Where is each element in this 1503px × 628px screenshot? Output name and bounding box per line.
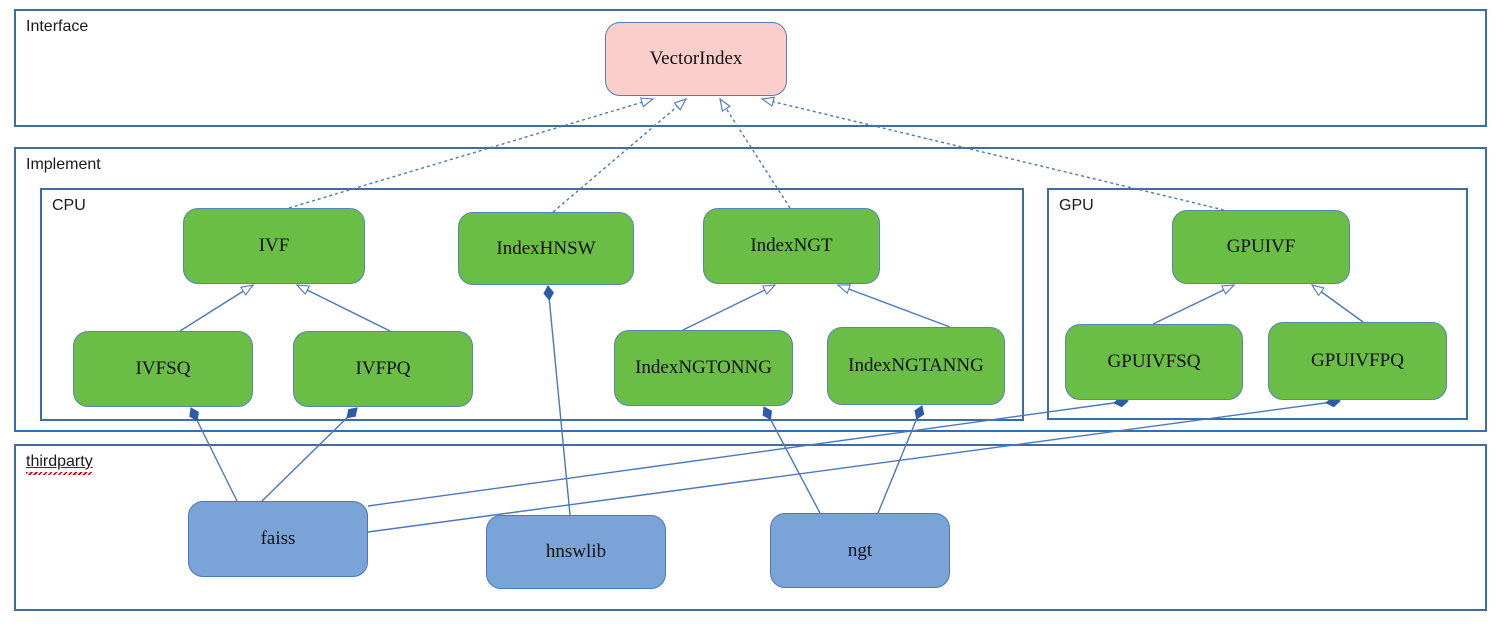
- edge-indexhnsw-to-vectorindex: [552, 99, 686, 213]
- node-faiss: faiss: [188, 501, 368, 577]
- node-indexngtanng: IndexNGTANNG: [827, 327, 1005, 405]
- node-label-indexngtonng: IndexNGTONNG: [635, 357, 772, 378]
- node-label-gpuivf: GPUIVF: [1226, 236, 1296, 257]
- edge-gpuivf-to-vectorindex: [762, 99, 1225, 211]
- node-label-gpuivfsq: GPUIVFSQ: [1107, 351, 1201, 372]
- edge-gpuivfsq-to-gpuivf: [1152, 285, 1234, 325]
- edge-indexngt-to-vectorindex: [720, 99, 791, 209]
- edge-faiss-to-gpuivfpq: [367, 396, 1341, 533]
- node-label-ngt: ngt: [847, 539, 873, 561]
- node-label-ivfsq: IVFSQ: [135, 358, 191, 379]
- node-indexhnsw: IndexHNSW: [458, 212, 634, 285]
- edge-hnswlib-to-indexhnsw: [543, 285, 571, 516]
- node-indexngtonng: IndexNGTONNG: [614, 330, 793, 406]
- node-gpuivfsq: GPUIVFSQ: [1065, 324, 1243, 400]
- node-hnswlib: hnswlib: [486, 515, 666, 589]
- section-label-cpu: CPU: [52, 197, 86, 214]
- edge-ivf-to-vectorindex: [288, 99, 653, 209]
- section-interface: Interface: [14, 9, 1487, 127]
- node-label-ivf: IVF: [258, 235, 290, 256]
- edge-faiss-to-ivfsq: [189, 407, 238, 502]
- edge-indexngtanng-to-indexngt: [838, 285, 951, 328]
- node-gpuivfpq: GPUIVFPQ: [1268, 322, 1447, 400]
- section-label-gpu: GPU: [1059, 197, 1094, 214]
- edge-faiss-to-ivfpq: [261, 407, 358, 502]
- edge-ivfpq-to-ivf: [297, 285, 391, 332]
- node-label-indexngt: IndexNGT: [750, 235, 833, 256]
- edge-indexngtonng-to-indexngt: [682, 285, 775, 331]
- node-gpuivf: GPUIVF: [1172, 210, 1350, 284]
- node-ngt: ngt: [770, 513, 950, 588]
- node-ivfsq: IVFSQ: [73, 331, 253, 407]
- node-label-hnswlib: hnswlib: [545, 541, 607, 562]
- edge-gpuivfpq-to-gpuivf: [1312, 285, 1364, 323]
- node-vectorindex: VectorIndex: [605, 22, 787, 96]
- node-indexngt: IndexNGT: [703, 208, 880, 284]
- section-gpu: GPU: [1047, 188, 1468, 420]
- section-implement: Implement: [14, 147, 1487, 432]
- section-label-thirdparty: thirdparty: [26, 453, 93, 475]
- edge-ivfsq-to-ivf: [179, 285, 253, 332]
- node-label-vectorindex: VectorIndex: [649, 48, 743, 69]
- edge-faiss-to-gpuivfsq: [367, 396, 1129, 507]
- edge-ngt-to-indexngtanng: [877, 405, 925, 514]
- section-label-interface: Interface: [26, 18, 89, 35]
- node-label-faiss: faiss: [260, 528, 296, 549]
- node-label-ivfpq: IVFPQ: [355, 358, 411, 379]
- node-label-gpuivfpq: GPUIVFPQ: [1311, 350, 1404, 371]
- node-label-indexhnsw: IndexHNSW: [496, 237, 596, 259]
- node-ivfpq: IVFPQ: [293, 331, 473, 407]
- node-ivf: IVF: [183, 208, 365, 284]
- section-thirdparty: thirdparty: [14, 444, 1487, 611]
- section-cpu: CPU: [40, 188, 1024, 421]
- node-label-indexngtanng: IndexNGTANNG: [848, 355, 984, 376]
- section-label-implement: Implement: [26, 156, 101, 173]
- edge-ngt-to-indexngtonng: [762, 406, 821, 514]
